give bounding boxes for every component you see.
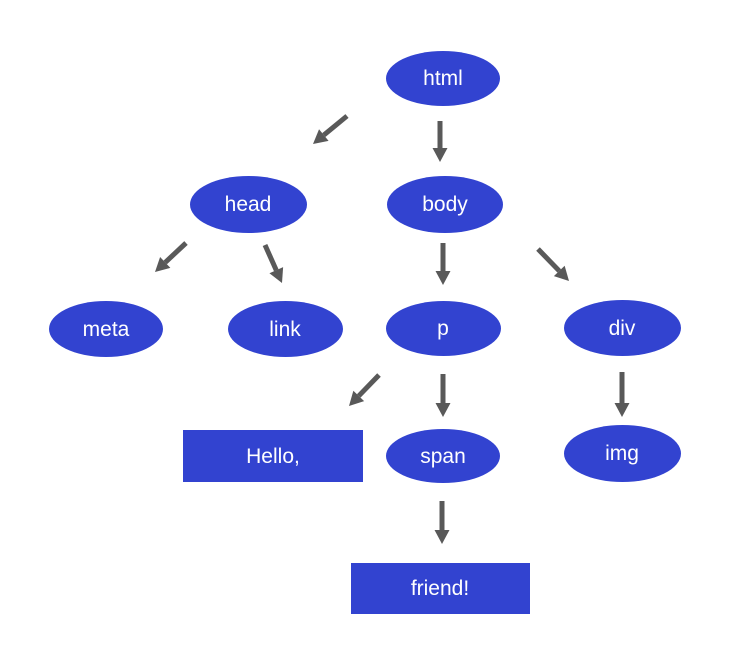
node-link: link — [227, 301, 343, 357]
node-text-friend-label: friend! — [410, 576, 470, 600]
node-p-label: p — [437, 316, 449, 340]
node-meta: meta — [49, 301, 163, 357]
node-head-label: head — [224, 192, 272, 216]
arrow-p-to-span — [435, 374, 451, 417]
node-text-friend: friend! — [350, 562, 530, 614]
node-body: body — [387, 175, 503, 233]
arrow-p-to-text-hello — [349, 373, 381, 406]
arrow-head-to-meta — [155, 241, 188, 272]
node-head: head — [189, 175, 307, 233]
arrow-body-to-p — [435, 243, 451, 285]
arrow-span-to-text-friend — [434, 501, 450, 544]
node-span-label: span — [420, 444, 466, 468]
node-html: html — [386, 50, 500, 106]
node-div: div — [563, 300, 681, 356]
arrow-html-to-body — [432, 121, 448, 162]
node-span: span — [386, 429, 500, 483]
arrow-div-to-img — [614, 372, 630, 417]
node-text-hello: Hello, — [183, 430, 363, 482]
node-link-label: link — [269, 317, 301, 341]
arrow-head-to-link — [262, 243, 284, 283]
node-p: p — [385, 300, 501, 356]
node-html-label: html — [423, 66, 463, 90]
node-meta-label: meta — [82, 317, 130, 341]
arrow-html-to-head — [313, 114, 349, 144]
node-div-label: div — [608, 316, 636, 340]
node-text-hello-label: Hello, — [246, 444, 300, 468]
node-img: img — [563, 424, 681, 482]
node-img-label: img — [605, 441, 639, 465]
node-body-label: body — [422, 192, 468, 216]
arrow-body-to-div — [536, 247, 569, 281]
